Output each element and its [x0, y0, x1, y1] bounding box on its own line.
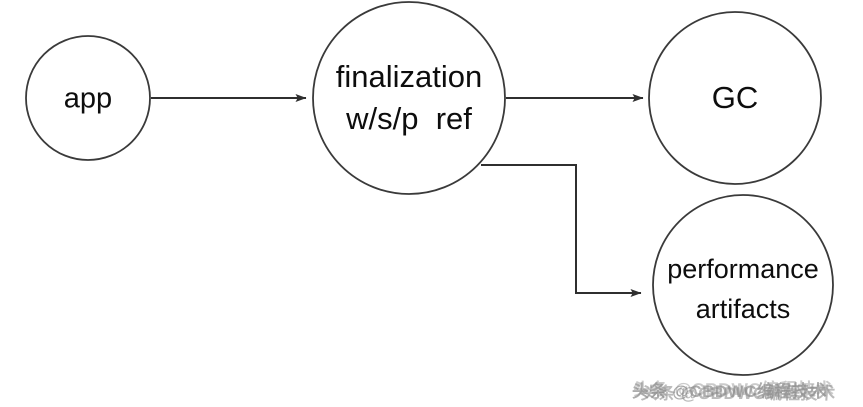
node-performance-artifacts-label-line2: artifacts	[696, 294, 791, 324]
node-finalization-label-line1: finalization	[336, 59, 482, 94]
node-performance-artifacts[interactable]: performance artifacts	[652, 194, 834, 376]
node-gc-circle[interactable]	[648, 11, 822, 185]
node-finalization-circle[interactable]	[312, 1, 506, 195]
node-app-label: app	[64, 83, 112, 115]
node-gc[interactable]: GC	[648, 11, 822, 185]
node-app[interactable]: app	[25, 35, 151, 161]
edge-finalization-to-performance-artifacts	[481, 164, 642, 297]
node-performance-artifacts-circle[interactable]	[652, 194, 834, 376]
edge-layer	[151, 94, 644, 297]
node-finalization[interactable]: finalization w/s/p ref	[312, 1, 506, 195]
node-gc-label: GC	[712, 80, 759, 115]
node-finalization-label-line2: w/s/p ref	[345, 101, 472, 136]
node-app-circle[interactable]	[25, 35, 151, 161]
node-performance-artifacts-label-line1: performance	[667, 254, 819, 284]
